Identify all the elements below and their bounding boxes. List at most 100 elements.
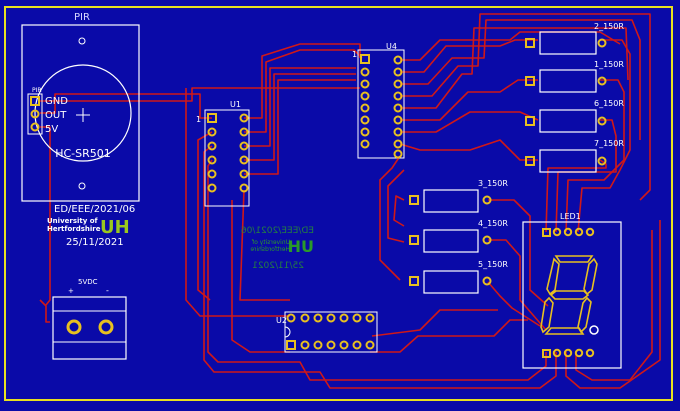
u2-pin [300,340,310,350]
u2-pin [339,313,349,323]
bottom-silkscreen-mirror: ED/EEE/2021/06 UH University of Hertford… [241,226,314,271]
segment-g [549,290,590,300]
u4-pin [360,127,370,137]
power-connector-top [52,296,127,312]
project-code: ED/EEE/2021/06 [54,204,135,215]
resistor-label: 2_150R [594,22,624,31]
resistor-label: 3_150R [478,179,508,188]
mirror-uh-logo: UH [288,237,314,256]
u4-pin [393,55,403,65]
u4-pin [393,127,403,137]
pir-pin-gnd: GND [45,96,68,107]
u4-pin [393,115,403,125]
resistor-1: 1_150R [525,60,624,93]
u1-pin [207,127,217,137]
u4-pin [393,91,403,101]
u4-pin [360,91,370,101]
resistor-4: 4_150R [409,219,508,253]
pir-lens [34,64,132,162]
led-pin-bottom-1 [542,349,551,358]
pir-title: PIR [74,12,90,23]
pir-outline [21,24,140,202]
resistor-label: 4_150R [478,219,508,228]
u4-pin [393,149,403,159]
pir-module: PIR PIR GND OUT 5V HC-SR501 [21,12,140,202]
led-pin [574,227,584,237]
uh-logo: UH [100,217,130,238]
university-line-1: University of [47,217,99,225]
power-terminal-plus [66,319,82,335]
led-pin [563,348,573,358]
resistor-label: 7_150R [594,139,624,148]
mirror-revision-date: 25/11/2021 [252,261,304,271]
university-line-2: Hertfordshire [47,225,101,233]
u1-chip: U1 1 [196,100,250,207]
u1-pin [207,183,217,193]
mirror-project-code: ED/EEE/2021/06 [241,226,314,236]
power-minus: - [106,286,109,295]
trace-layer [39,13,661,389]
pir-pin-out: OUT [45,110,67,121]
segment-e [540,296,554,334]
resistor-5: 5_150R [409,260,508,294]
u1-pin-1 [207,113,217,123]
board-outline [4,6,673,401]
led-pin [585,227,595,237]
revision-date: 25/11/2021 [66,237,124,248]
u2-pin [352,313,362,323]
led-pin-1 [542,228,551,237]
u1-pin [239,141,249,151]
u4-pin [393,79,403,89]
resistor-3: 3_150R [409,179,508,213]
segment-f [546,257,560,296]
pir-header-label: PIR [32,87,42,94]
segment-a [554,255,594,263]
power-connector-bottom [52,341,127,360]
power-label: 5VDC [78,278,98,286]
u1-pin [207,169,217,179]
u4-pin [360,115,370,125]
pir-pin-2 [30,109,40,119]
u4-pin [360,67,370,77]
led-pin [552,348,562,358]
u1-outline [204,109,250,207]
pir-pin-3 [30,122,40,132]
power-terminal-minus [98,319,114,335]
u1-pin1-marker: 1 [196,115,201,124]
u4-pin1-marker: 1 [352,50,357,59]
u2-pin [365,340,375,350]
resistor-7: 7_150R [525,139,624,173]
u2-pin [339,340,349,350]
resistor-label: 5_150R [478,260,508,269]
u2-pin [352,340,362,350]
u1-pin [207,155,217,165]
pir-mount-hole-top [78,37,86,45]
u2-pin [313,313,323,323]
led-label: LED1 [560,212,581,221]
u1-pin [239,113,249,123]
u1-pin [239,169,249,179]
mirror-university-line-2: Hertfordshire [250,246,290,253]
u2-pin [326,340,336,350]
u4-pin [393,67,403,77]
pir-pin-5v: 5V [45,124,58,135]
u2-pin [326,313,336,323]
u4-pin [360,139,370,149]
segment-d [544,327,585,335]
u4-chip: U4 1 [352,42,405,159]
u2-pin-1 [286,340,296,350]
pir-model: HC-SR501 [55,147,111,160]
resistor-label: 6_150R [594,99,624,108]
resistor-label: 1_150R [594,60,624,69]
u4-pin [360,103,370,113]
u4-outline [357,49,405,159]
u4-pin-1 [360,54,370,64]
u2-outline [284,311,378,353]
info-block: ED/EEE/2021/06 University of Hertfordshi… [47,204,135,248]
pir-header-outline [27,93,43,135]
pir-pin-1 [30,96,40,106]
power-plus: + [68,287,74,295]
u2-notch [284,326,291,338]
u4-pin [393,103,403,113]
